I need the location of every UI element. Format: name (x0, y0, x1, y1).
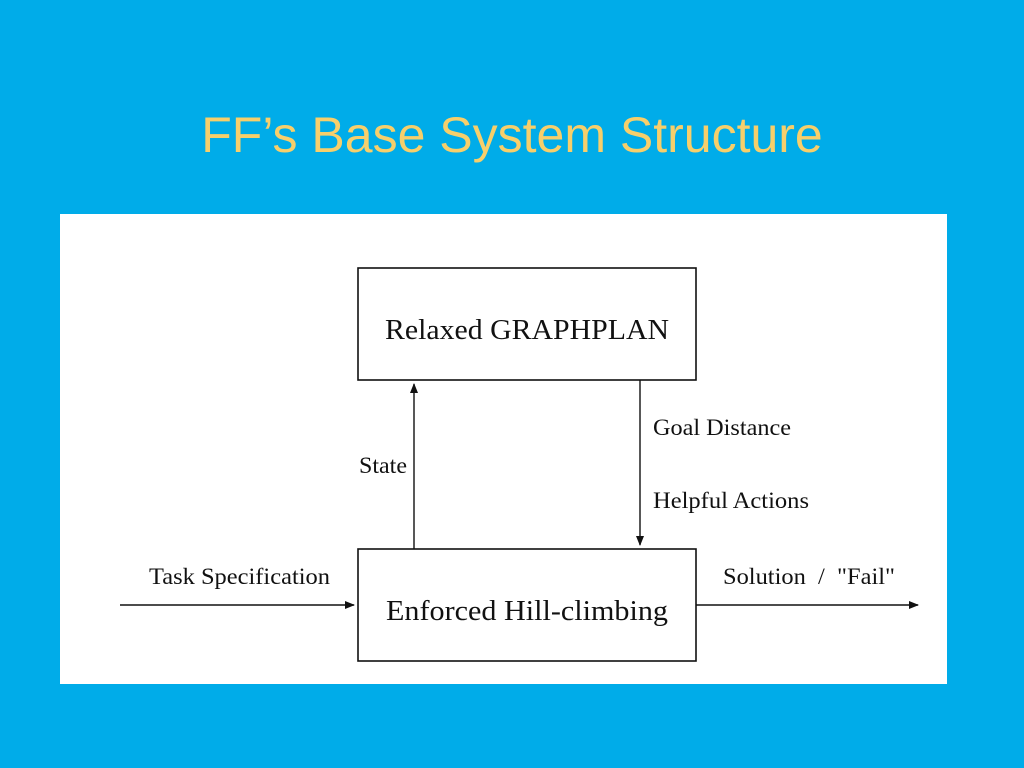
state-label: State (359, 453, 407, 478)
helpful-actions-label: Helpful Actions (653, 488, 809, 513)
enforced-hill-climbing-box (357, 548, 697, 662)
task-specification-label: Task Specification (149, 564, 331, 589)
relaxed-graphplan-label: Relaxed GRAPHPLAN (385, 315, 669, 346)
slide-title: FF’s Base System Structure (201, 107, 823, 163)
edge-heuristic-info: Goal Distance Helpful Actions (636, 380, 809, 546)
edge-state: State (359, 383, 418, 549)
system-structure-diagram: Relaxed GRAPHPLAN Enforced Hill-climbing… (120, 267, 919, 662)
edge-task-specification: Task Specification (120, 564, 355, 609)
goal-distance-label: Goal Distance (653, 415, 791, 440)
diagram-panel: Relaxed GRAPHPLAN Enforced Hill-climbing… (60, 214, 947, 684)
node-enforced-hill-climbing: Enforced Hill-climbing (357, 548, 697, 662)
enforced-hill-climbing-label: Enforced Hill-climbing (386, 596, 668, 627)
edge-solution-output: Solution / "Fail" (696, 564, 919, 609)
solution-fail-label: Solution / "Fail" (723, 564, 895, 589)
node-relaxed-graphplan: Relaxed GRAPHPLAN (357, 267, 697, 381)
relaxed-graphplan-box (357, 267, 697, 381)
